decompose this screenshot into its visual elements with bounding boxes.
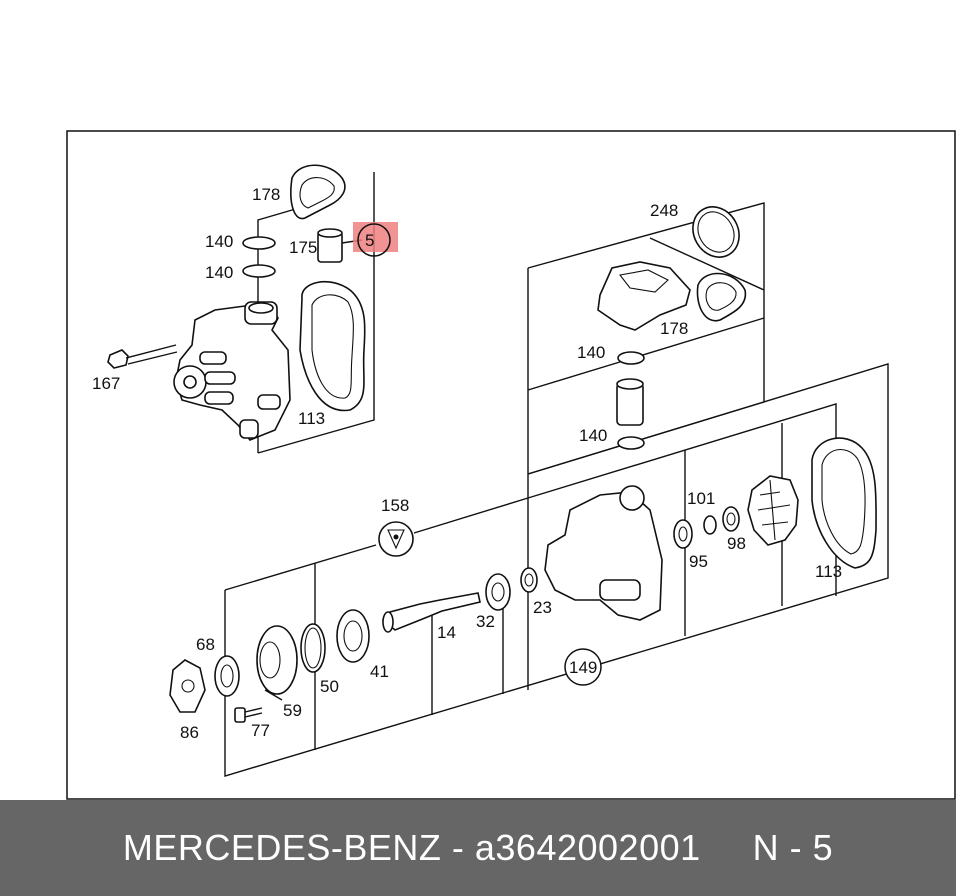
label-140-d: 140 <box>579 426 607 445</box>
pump-body-main <box>544 491 663 621</box>
label-68: 68 <box>196 635 215 654</box>
shaft-14 <box>381 592 481 631</box>
footer-bar: MERCEDES-BENZ - a3642002001 N - 5 <box>0 800 956 896</box>
label-98: 98 <box>727 534 746 553</box>
label-59: 59 <box>283 701 302 720</box>
label-101: 101 <box>687 489 715 508</box>
label-86: 86 <box>180 723 199 742</box>
label-178-lower: 178 <box>660 319 688 338</box>
label-32: 32 <box>476 612 495 631</box>
part-number: a3642002001 <box>474 827 701 868</box>
label-113-upper: 113 <box>298 409 325 428</box>
label-175: 175 <box>289 238 317 257</box>
label-149: 149 <box>569 658 597 677</box>
brand-name: MERCEDES-BENZ <box>122 827 442 868</box>
bolt-77 <box>234 707 246 723</box>
highlight-box <box>353 222 398 252</box>
o-ring-140-a <box>242 236 276 250</box>
callout-149-circle <box>564 648 602 686</box>
label-178-upper: 178 <box>252 185 280 204</box>
bolt-167 <box>107 349 129 369</box>
o-ring-140-d <box>617 436 645 450</box>
parts-diagram: 178 140 175 5 140 167 113 248 178 140 14… <box>66 130 956 800</box>
group-frame-main <box>224 363 889 777</box>
label-23: 23 <box>533 598 552 617</box>
label-5: 5 <box>365 231 374 250</box>
seal-101 <box>703 515 717 535</box>
diagram-frame <box>66 130 956 800</box>
label-41: 41 <box>370 662 389 681</box>
label-77: 77 <box>251 721 270 740</box>
label-113-lower: 113 <box>815 562 842 581</box>
label-140-a: 140 <box>205 232 233 251</box>
label-50: 50 <box>320 677 339 696</box>
footer-separator: - <box>451 827 465 868</box>
label-158: 158 <box>381 496 409 515</box>
label-140-c: 140 <box>577 343 605 362</box>
label-140-b: 140 <box>205 263 233 282</box>
label-14: 14 <box>437 623 456 642</box>
label-248: 248 <box>650 201 678 220</box>
o-ring-140-c <box>617 351 645 365</box>
label-167: 167 <box>92 374 120 393</box>
position-code: N - 5 <box>752 827 834 868</box>
o-ring-140-b <box>242 264 276 278</box>
label-95: 95 <box>689 552 708 571</box>
callout-5-circle <box>357 223 391 257</box>
